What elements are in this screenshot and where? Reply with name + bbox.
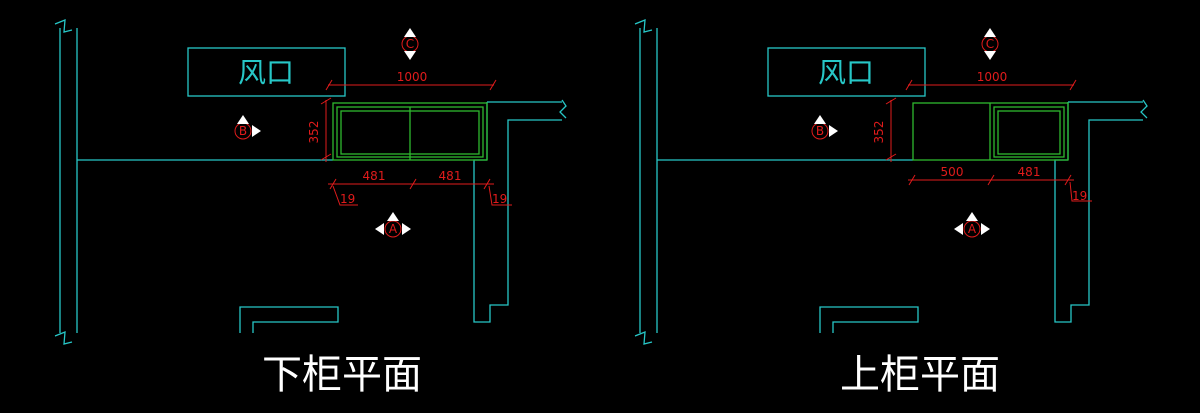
bottom-wall: [819, 306, 919, 333]
svg-text:A: A: [389, 222, 398, 236]
vent-box: [187, 47, 346, 97]
vent-label: 风口: [818, 56, 874, 89]
right-wall: [1054, 99, 1148, 323]
marker-b: B: [234, 115, 261, 140]
dimension-height: 352: [872, 97, 897, 162]
dimension-height: 352: [307, 97, 332, 162]
svg-text:481: 481: [1018, 165, 1041, 179]
svg-text:500: 500: [941, 165, 964, 179]
marker-a: A: [375, 212, 411, 238]
plan-title: 上柜平面: [840, 352, 1000, 398]
left-wall: [54, 19, 78, 345]
marker-b: B: [811, 115, 838, 140]
marker-c: C: [981, 28, 999, 60]
dimension-top: 1000: [325, 70, 497, 91]
dimension-bottom: 481 481 19 19: [328, 169, 512, 206]
svg-text:A: A: [968, 222, 977, 236]
vent-label: 风口: [238, 56, 294, 89]
dimension-bottom: 500 481 19: [908, 165, 1092, 203]
svg-text:B: B: [816, 124, 824, 138]
svg-text:481: 481: [363, 169, 386, 183]
dimension-top: 1000: [905, 70, 1077, 91]
cabinet: [332, 102, 488, 161]
svg-text:19: 19: [1072, 189, 1087, 203]
svg-text:C: C: [406, 37, 414, 51]
marker-c: C: [401, 28, 419, 60]
svg-text:19: 19: [340, 192, 355, 206]
svg-text:C: C: [986, 37, 994, 51]
svg-text:352: 352: [872, 121, 886, 144]
svg-text:481: 481: [439, 169, 462, 183]
svg-text:352: 352: [307, 121, 321, 144]
svg-text:1000: 1000: [977, 70, 1008, 84]
left-wall: [634, 19, 658, 345]
plan-lower-cabinet: 风口 1000 352 481 481: [54, 19, 567, 398]
bottom-wall: [239, 306, 339, 333]
cabinet: [912, 102, 1069, 161]
svg-text:B: B: [239, 124, 247, 138]
vent-box: [767, 47, 926, 97]
marker-a: A: [954, 212, 990, 238]
plan-title: 下柜平面: [262, 352, 422, 398]
svg-text:1000: 1000: [397, 70, 428, 84]
svg-text:19: 19: [492, 192, 507, 206]
right-wall: [473, 99, 567, 323]
plan-upper-cabinet: 风口 1000 352 500 481 19: [634, 19, 1148, 398]
